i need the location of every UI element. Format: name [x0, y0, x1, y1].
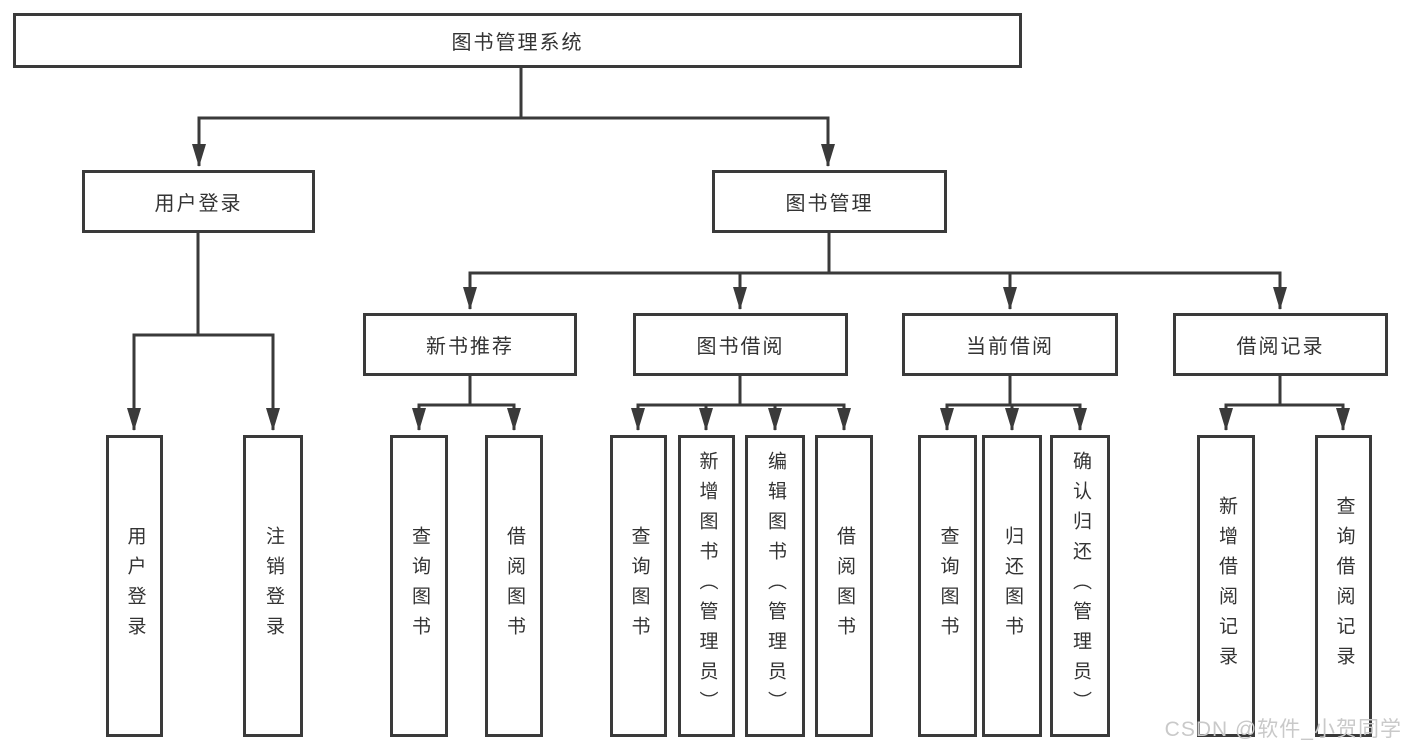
- node-book-management: 图书管理: [712, 170, 947, 233]
- node-new-book-recommend: 新书推荐: [363, 313, 577, 376]
- node-user-login-label: 用户登录: [154, 193, 243, 215]
- node-new-book-recommend-label: 新书推荐: [426, 336, 514, 358]
- node-cb-confirm-return-admin: 确认归还（管理员）: [1050, 435, 1110, 737]
- node-book-management-label: 图书管理: [785, 193, 874, 215]
- node-book-borrowing-label: 图书借阅: [696, 336, 785, 358]
- node-bb-edit-books-admin: 编辑图书（管理员）: [745, 435, 805, 737]
- node-logout-leaf-label: 注销登录: [262, 526, 284, 646]
- node-br-add-record-label: 新增借阅记录: [1215, 496, 1237, 676]
- node-library-system: 图书管理系统: [13, 13, 1022, 68]
- node-bb-query-books-label: 查询图书: [628, 526, 650, 646]
- node-nb-query-books-label: 查询图书: [408, 526, 430, 646]
- node-cb-return-books-label: 归还图书: [1001, 526, 1023, 646]
- node-borrowing-records-label: 借阅记录: [1236, 336, 1325, 358]
- node-user-login: 用户登录: [82, 170, 315, 233]
- node-bb-borrow-books: 借阅图书: [815, 435, 873, 737]
- node-bb-add-books-admin: 新增图书（管理员）: [678, 435, 735, 737]
- node-nb-borrow-books: 借阅图书: [485, 435, 543, 737]
- node-bb-add-books-admin-label: 新增图书（管理员）: [696, 451, 718, 721]
- node-cb-query-books: 查询图书: [918, 435, 977, 737]
- node-user-login-leaf-label: 用户登录: [124, 526, 146, 646]
- node-book-borrowing: 图书借阅: [633, 313, 848, 376]
- node-nb-borrow-books-label: 借阅图书: [503, 526, 525, 646]
- node-bb-edit-books-admin-label: 编辑图书（管理员）: [764, 451, 786, 721]
- node-cb-confirm-return-admin-label: 确认归还（管理员）: [1069, 451, 1091, 721]
- node-current-borrowing-label: 当前借阅: [966, 336, 1054, 358]
- node-borrowing-records: 借阅记录: [1173, 313, 1388, 376]
- node-cb-return-books: 归还图书: [982, 435, 1042, 737]
- node-logout-leaf: 注销登录: [243, 435, 303, 737]
- node-user-login-leaf: 用户登录: [106, 435, 163, 737]
- watermark: CSDN @软件_小贺同学: [1164, 718, 1402, 741]
- node-bb-query-books: 查询图书: [610, 435, 667, 737]
- node-library-system-label: 图书管理系统: [451, 32, 584, 54]
- node-br-query-record: 查询借阅记录: [1315, 435, 1372, 737]
- node-bb-borrow-books-label: 借阅图书: [833, 526, 855, 646]
- node-current-borrowing: 当前借阅: [902, 313, 1118, 376]
- node-cb-query-books-label: 查询图书: [937, 526, 959, 646]
- node-nb-query-books: 查询图书: [390, 435, 448, 737]
- node-br-query-record-label: 查询借阅记录: [1333, 496, 1355, 676]
- node-br-add-record: 新增借阅记录: [1197, 435, 1255, 737]
